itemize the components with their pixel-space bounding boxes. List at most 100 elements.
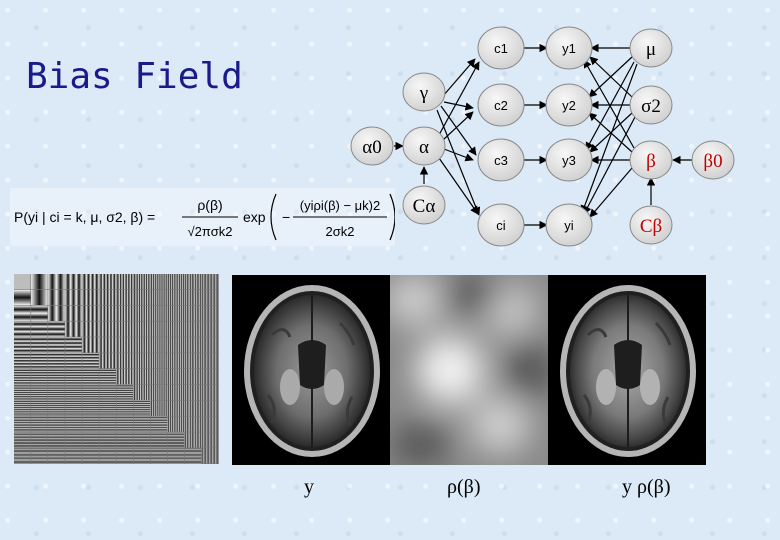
- label-beta: β: [646, 151, 656, 172]
- dct-basis-cell: [14, 369, 31, 385]
- dct-basis-cell: [31, 416, 48, 432]
- dct-basis-cell: [99, 321, 116, 337]
- dct-basis-cell: [116, 353, 133, 369]
- dct-basis-cell: [167, 289, 185, 306]
- dct-basis-cell: [201, 369, 219, 385]
- dct-basis-cell: [167, 400, 185, 416]
- dct-basis-cell: [31, 289, 48, 306]
- dct-basis-cell: [31, 384, 48, 401]
- dct-basis-cell: [14, 432, 31, 448]
- formula-exp: exp: [243, 209, 266, 225]
- label-c1: c1: [494, 41, 508, 56]
- dct-basis-cell: [99, 400, 116, 416]
- dct-basis-cell: [82, 337, 99, 353]
- formula-inner-denominator: 2σk2: [326, 224, 355, 239]
- dct-basis-cell: [65, 448, 82, 464]
- formula-minus: −: [282, 209, 290, 225]
- slide-title: Bias Field: [26, 56, 243, 97]
- label-alpha: α: [419, 137, 429, 158]
- dct-basis-cell: [167, 384, 185, 401]
- dct-basis-cell: [133, 274, 151, 290]
- dct-basis-cell: [133, 321, 151, 337]
- node-c1: [477, 26, 525, 70]
- dct-basis-cell: [184, 432, 202, 448]
- dct-basis-cell: [82, 305, 99, 321]
- dct-basis-cell: [99, 416, 116, 432]
- dct-basis-cell: [116, 448, 133, 464]
- dct-basis-cell: [31, 369, 48, 385]
- dct-basis-cell: [82, 432, 99, 448]
- dct-basis-cell: [99, 353, 116, 369]
- dct-basis-cell: [48, 384, 65, 401]
- label-yi: yi: [564, 218, 574, 233]
- dct-basis-cell: [201, 432, 219, 448]
- dct-basis-cell: [99, 432, 116, 448]
- dct-basis-cell: [116, 274, 133, 290]
- dct-basis-cell: [48, 400, 65, 416]
- dct-basis-cell: [150, 274, 168, 290]
- dct-basis-cell: [201, 274, 219, 290]
- formula-numerator: ρ(β): [197, 197, 222, 213]
- formula-paren-right: [389, 193, 395, 241]
- dct-basis-cell: [65, 432, 82, 448]
- dct-basis-cell: [48, 337, 65, 353]
- dct-basis-cell: [65, 305, 82, 321]
- label-mu: μ: [646, 39, 656, 60]
- dct-basis-cell: [167, 353, 185, 369]
- dct-basis-cell: [184, 400, 202, 416]
- label-c2: c2: [494, 98, 508, 113]
- dct-basis-cell: [99, 337, 116, 353]
- node-c2: [477, 83, 525, 127]
- dct-basis-cell: [82, 384, 99, 401]
- dct-basis-cell: [201, 353, 219, 369]
- bias-field-image: [390, 275, 548, 465]
- dct-basis-cell: [82, 274, 99, 290]
- label-beta0: β0: [703, 151, 722, 172]
- label-y2: y2: [562, 98, 576, 113]
- node-c3: [477, 138, 525, 182]
- dct-basis-cell: [133, 416, 151, 432]
- dct-basis-cell: [116, 400, 133, 416]
- formula-denominator: √2πσk2: [188, 224, 233, 239]
- dct-basis-cell: [201, 337, 219, 353]
- node-y3: [545, 138, 593, 182]
- dct-basis-cell: [14, 384, 31, 401]
- dct-basis-cell: [116, 384, 133, 401]
- dct-basis-cell: [167, 321, 185, 337]
- dct-basis-cell: [150, 400, 168, 416]
- dct-basis-cell: [65, 274, 82, 290]
- dct-basis-cell: [150, 305, 168, 321]
- dct-basis-cell: [184, 384, 202, 401]
- node-beta: [629, 140, 673, 180]
- dct-basis-cell: [48, 448, 65, 464]
- dct-basis-cell: [116, 321, 133, 337]
- dct-basis-cell: [184, 305, 202, 321]
- dct-basis-cell: [167, 432, 185, 448]
- dct-basis-cell: [65, 416, 82, 432]
- dct-basis-cell: [99, 289, 116, 306]
- dct-basis-cell: [31, 353, 48, 369]
- dct-basis-cell: [150, 321, 168, 337]
- graph-labels: γ α0 α Cα c1 c2 c3 ci y1 y2 y3 yi μ σ2 β…: [362, 39, 722, 237]
- dct-basis-cell: [116, 416, 133, 432]
- dct-basis-cell: [65, 384, 82, 401]
- caption-corrected: y ρ(β): [622, 476, 671, 498]
- dct-basis-cell: [150, 289, 168, 306]
- mr-image-corrected: [548, 275, 706, 465]
- dct-basis-grid: [14, 274, 219, 464]
- label-sigma2: σ2: [641, 96, 661, 117]
- dct-basis-cell: [65, 337, 82, 353]
- dct-basis-cell: [31, 305, 48, 321]
- dct-basis-cell: [184, 416, 202, 432]
- dct-basis-cell: [14, 400, 31, 416]
- dct-basis-cell: [184, 369, 202, 385]
- dct-basis-cell: [65, 400, 82, 416]
- node-gamma: [402, 72, 446, 112]
- label-y1: y1: [562, 41, 576, 56]
- node-mu: [629, 28, 673, 68]
- dct-basis-cell: [133, 400, 151, 416]
- dct-basis-cell: [184, 274, 202, 290]
- dct-basis-cell: [116, 305, 133, 321]
- node-sigma2: [629, 85, 673, 125]
- dct-basis-cell: [14, 353, 31, 369]
